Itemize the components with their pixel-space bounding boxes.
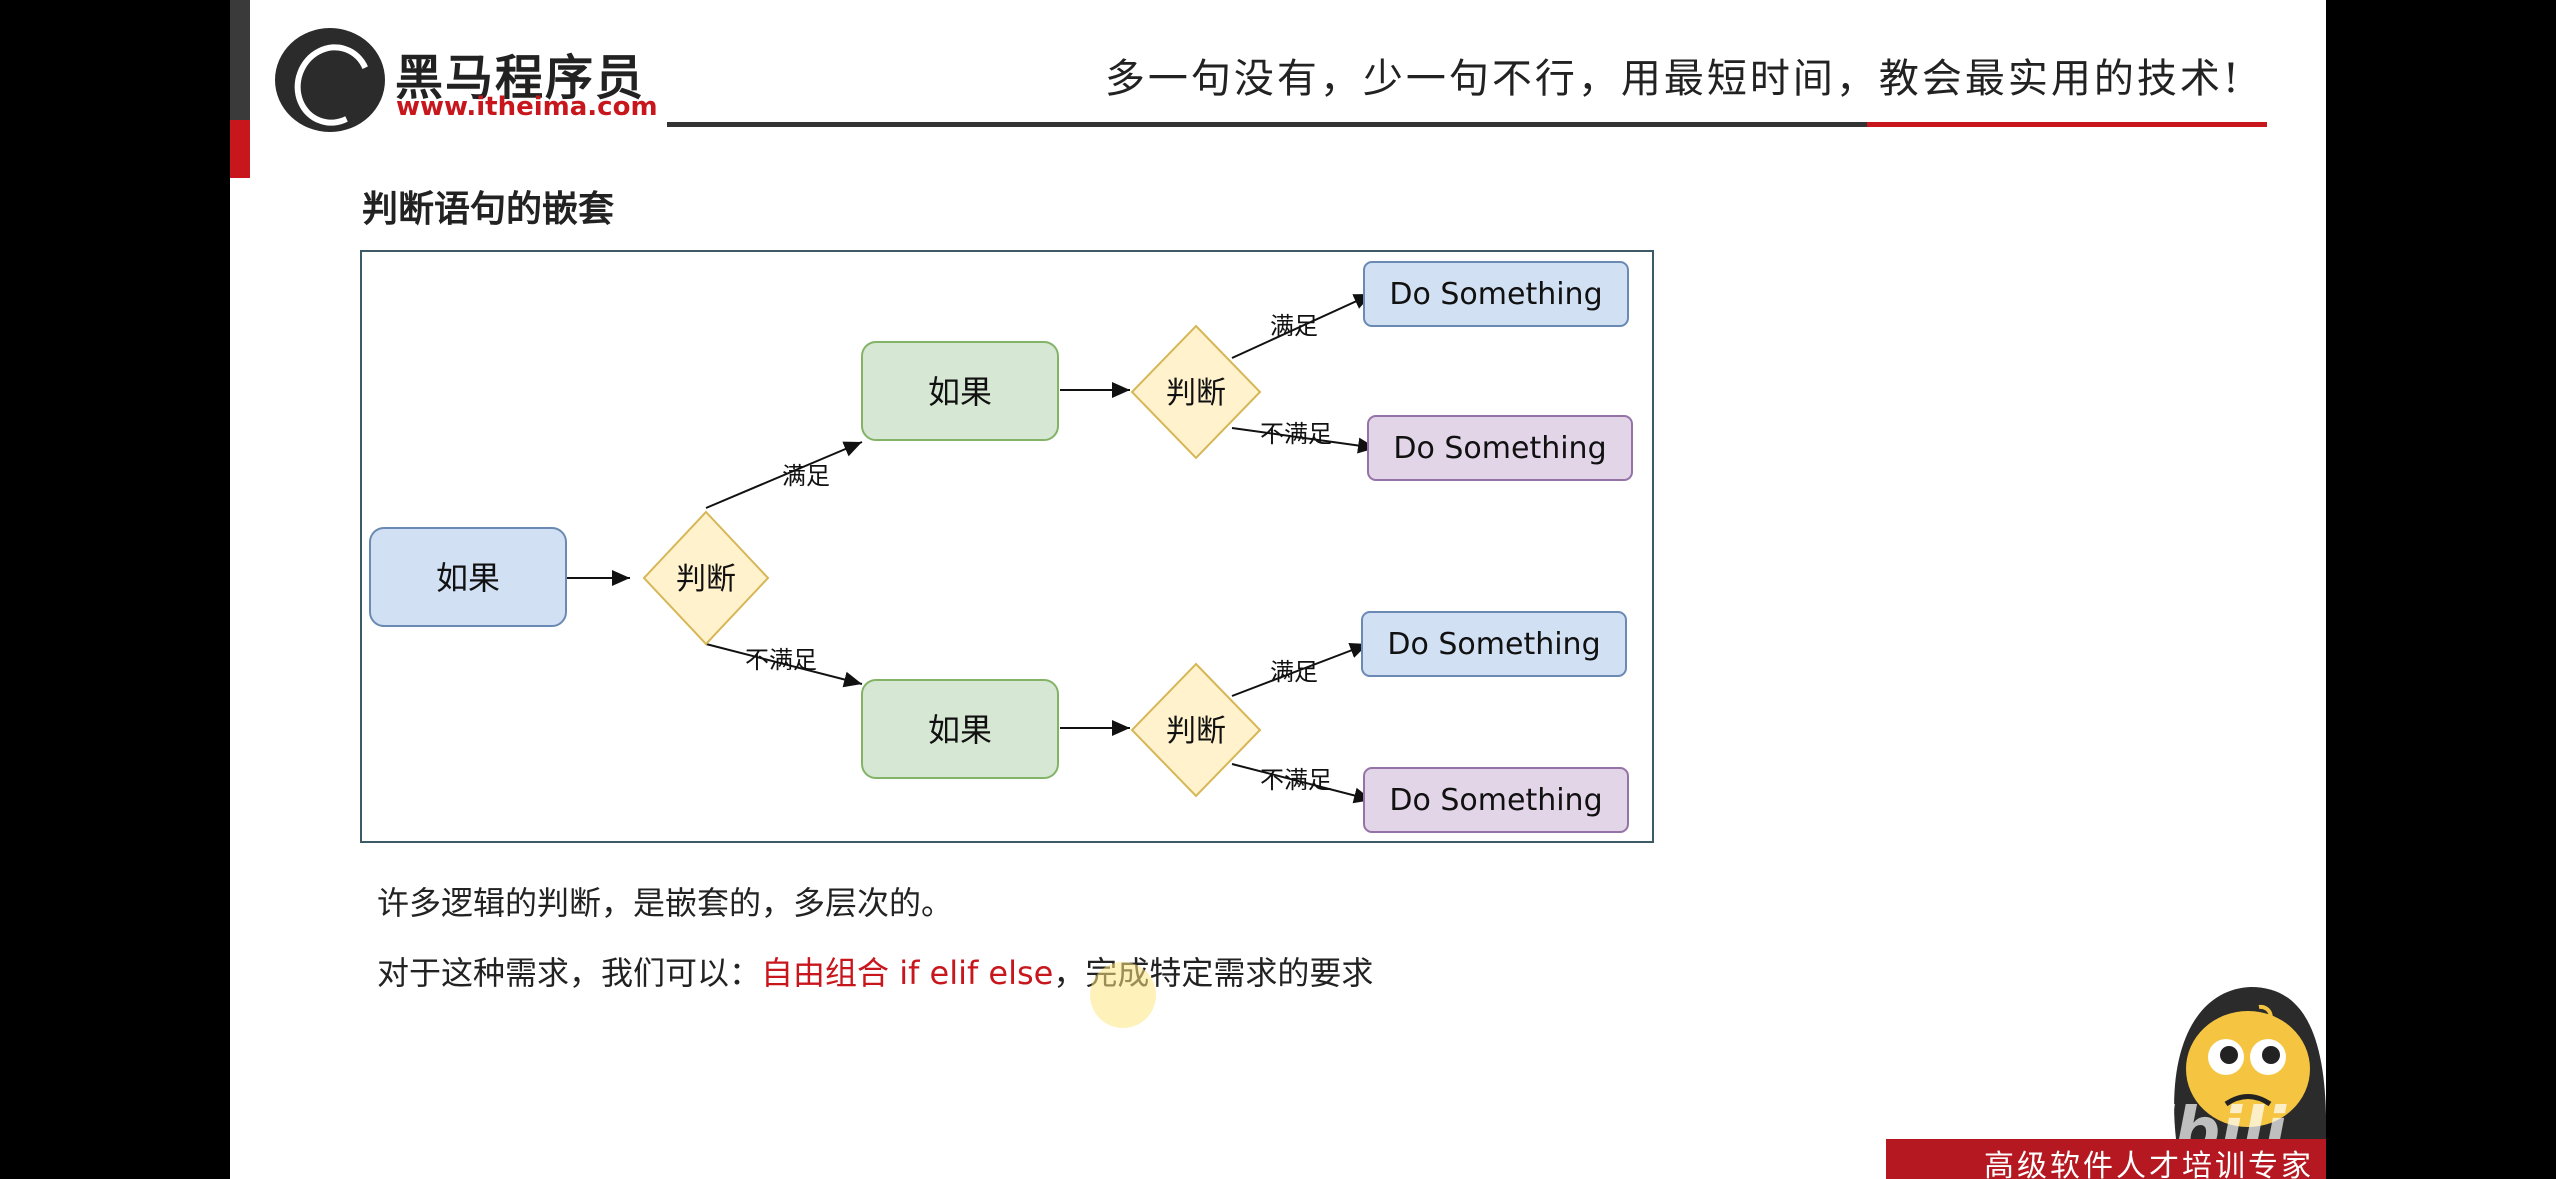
root-satisfied-label: 满足 xyxy=(782,462,830,490)
do-something-2-label: Do Something xyxy=(1393,431,1606,466)
do-something-1-label: Do Something xyxy=(1389,277,1602,312)
bottom-if-label: 如果 xyxy=(928,711,992,749)
top-judge-diamond: 判断 xyxy=(1130,324,1262,460)
root-judge-diamond: 判断 xyxy=(642,510,770,646)
bottom-satisfied-label: 满足 xyxy=(1270,658,1318,686)
diagram-arrows xyxy=(560,293,1377,804)
do-something-2: Do Something xyxy=(1367,415,1633,481)
bottom-if-box: 如果 xyxy=(861,679,1059,779)
section-title: 判断语句的嵌套 xyxy=(362,189,615,230)
cursor-highlight xyxy=(1090,962,1156,1028)
do-something-4: Do Something xyxy=(1363,767,1629,833)
root-not-satisfied-label: 不满足 xyxy=(745,646,817,674)
bottom-not-satisfied-label: 不满足 xyxy=(1260,766,1332,794)
bottom-judge-label: 判断 xyxy=(1166,714,1226,749)
do-something-3-label: Do Something xyxy=(1387,627,1600,662)
brand-url: www.itheima.com xyxy=(396,92,658,122)
body-line-2-prefix: 对于这种需求，我们可以： xyxy=(377,954,762,992)
top-if-label: 如果 xyxy=(928,373,992,411)
do-something-3: Do Something xyxy=(1361,611,1627,677)
itheima-logo xyxy=(275,28,385,137)
header-accent-bar xyxy=(230,0,250,120)
bottom-judge-diamond: 判断 xyxy=(1130,662,1262,798)
body-line-2: 对于这种需求，我们可以：自由组合 if elif else，完成特定需求的要求 xyxy=(377,948,1373,994)
root-if-box: 如果 xyxy=(369,527,567,627)
nested-if-diagram: 如果 判断 满足 不满足 如果 判断 满足 不满足 Do Something xyxy=(360,250,1654,843)
root-if-label: 如果 xyxy=(436,559,500,597)
footer-bar: 高级软件人才培训专家 xyxy=(1886,1139,2326,1179)
do-something-1: Do Something xyxy=(1363,261,1629,327)
top-if-box: 如果 xyxy=(861,341,1059,441)
mascot-icon xyxy=(2174,987,2326,1139)
header-accent-red xyxy=(230,120,250,178)
top-satisfied-label: 满足 xyxy=(1270,312,1318,340)
body-line-2-highlight: 自由组合 if elif else xyxy=(761,954,1054,992)
top-judge-label: 判断 xyxy=(1166,376,1226,411)
root-judge-label: 判断 xyxy=(676,562,736,597)
header-divider xyxy=(667,122,2067,127)
brand-name: 黑马程序员 xyxy=(395,50,646,106)
body-line-1: 许多逻辑的判断，是嵌套的，多层次的。 xyxy=(377,884,954,922)
do-something-4-label: Do Something xyxy=(1389,783,1602,818)
footer-tagline: 高级软件人才培训专家 xyxy=(1984,1149,2314,1179)
slogan: 多一句没有，少一句不行，用最短时间，教会最实用的技术! xyxy=(1104,56,2242,102)
top-not-satisfied-label: 不满足 xyxy=(1260,420,1332,448)
header-divider-accent xyxy=(1867,122,2267,127)
slide: 黑马程序员 www.itheima.com 多一句没有，少一句不行，用最短时间，… xyxy=(230,0,2326,1179)
